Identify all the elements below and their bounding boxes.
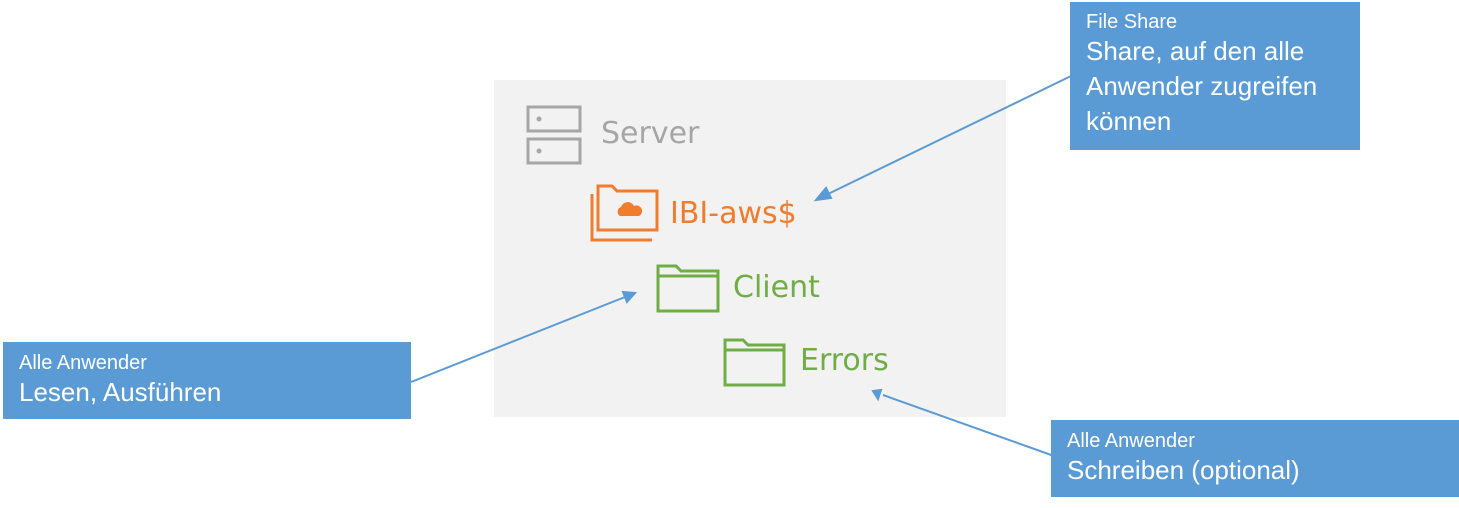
server-panel (494, 80, 1006, 417)
share-label: IBI-aws$ (670, 196, 797, 231)
errors-callout: Alle Anwender Schreiben (optional) (1051, 420, 1459, 497)
client-folder-label: Client (733, 270, 820, 305)
server-icon (526, 105, 582, 165)
arrow-file-share (813, 75, 1072, 202)
callout-text: Lesen, Ausführen (19, 377, 222, 407)
arrow-errors (871, 388, 1069, 462)
errors-folder-label: Errors (800, 343, 889, 378)
cloud-folder-icon (590, 184, 659, 242)
callout-text: Share, auf den alle Anwender zugreifen k… (1086, 36, 1318, 136)
file-share-callout: File Share Share, auf den alle Anwender … (1070, 2, 1360, 150)
folder-icon (656, 264, 720, 313)
callout-text: Schreiben (optional) (1067, 455, 1300, 485)
server-label: Server (601, 116, 700, 151)
arrow-client (410, 290, 638, 383)
client-callout: Alle Anwender Lesen, Ausführen (3, 342, 411, 419)
callout-title: File Share (1086, 11, 1178, 33)
callout-title: Alle Anwender (19, 352, 147, 374)
folder-icon (723, 338, 786, 387)
callout-title: Alle Anwender (1067, 430, 1195, 452)
